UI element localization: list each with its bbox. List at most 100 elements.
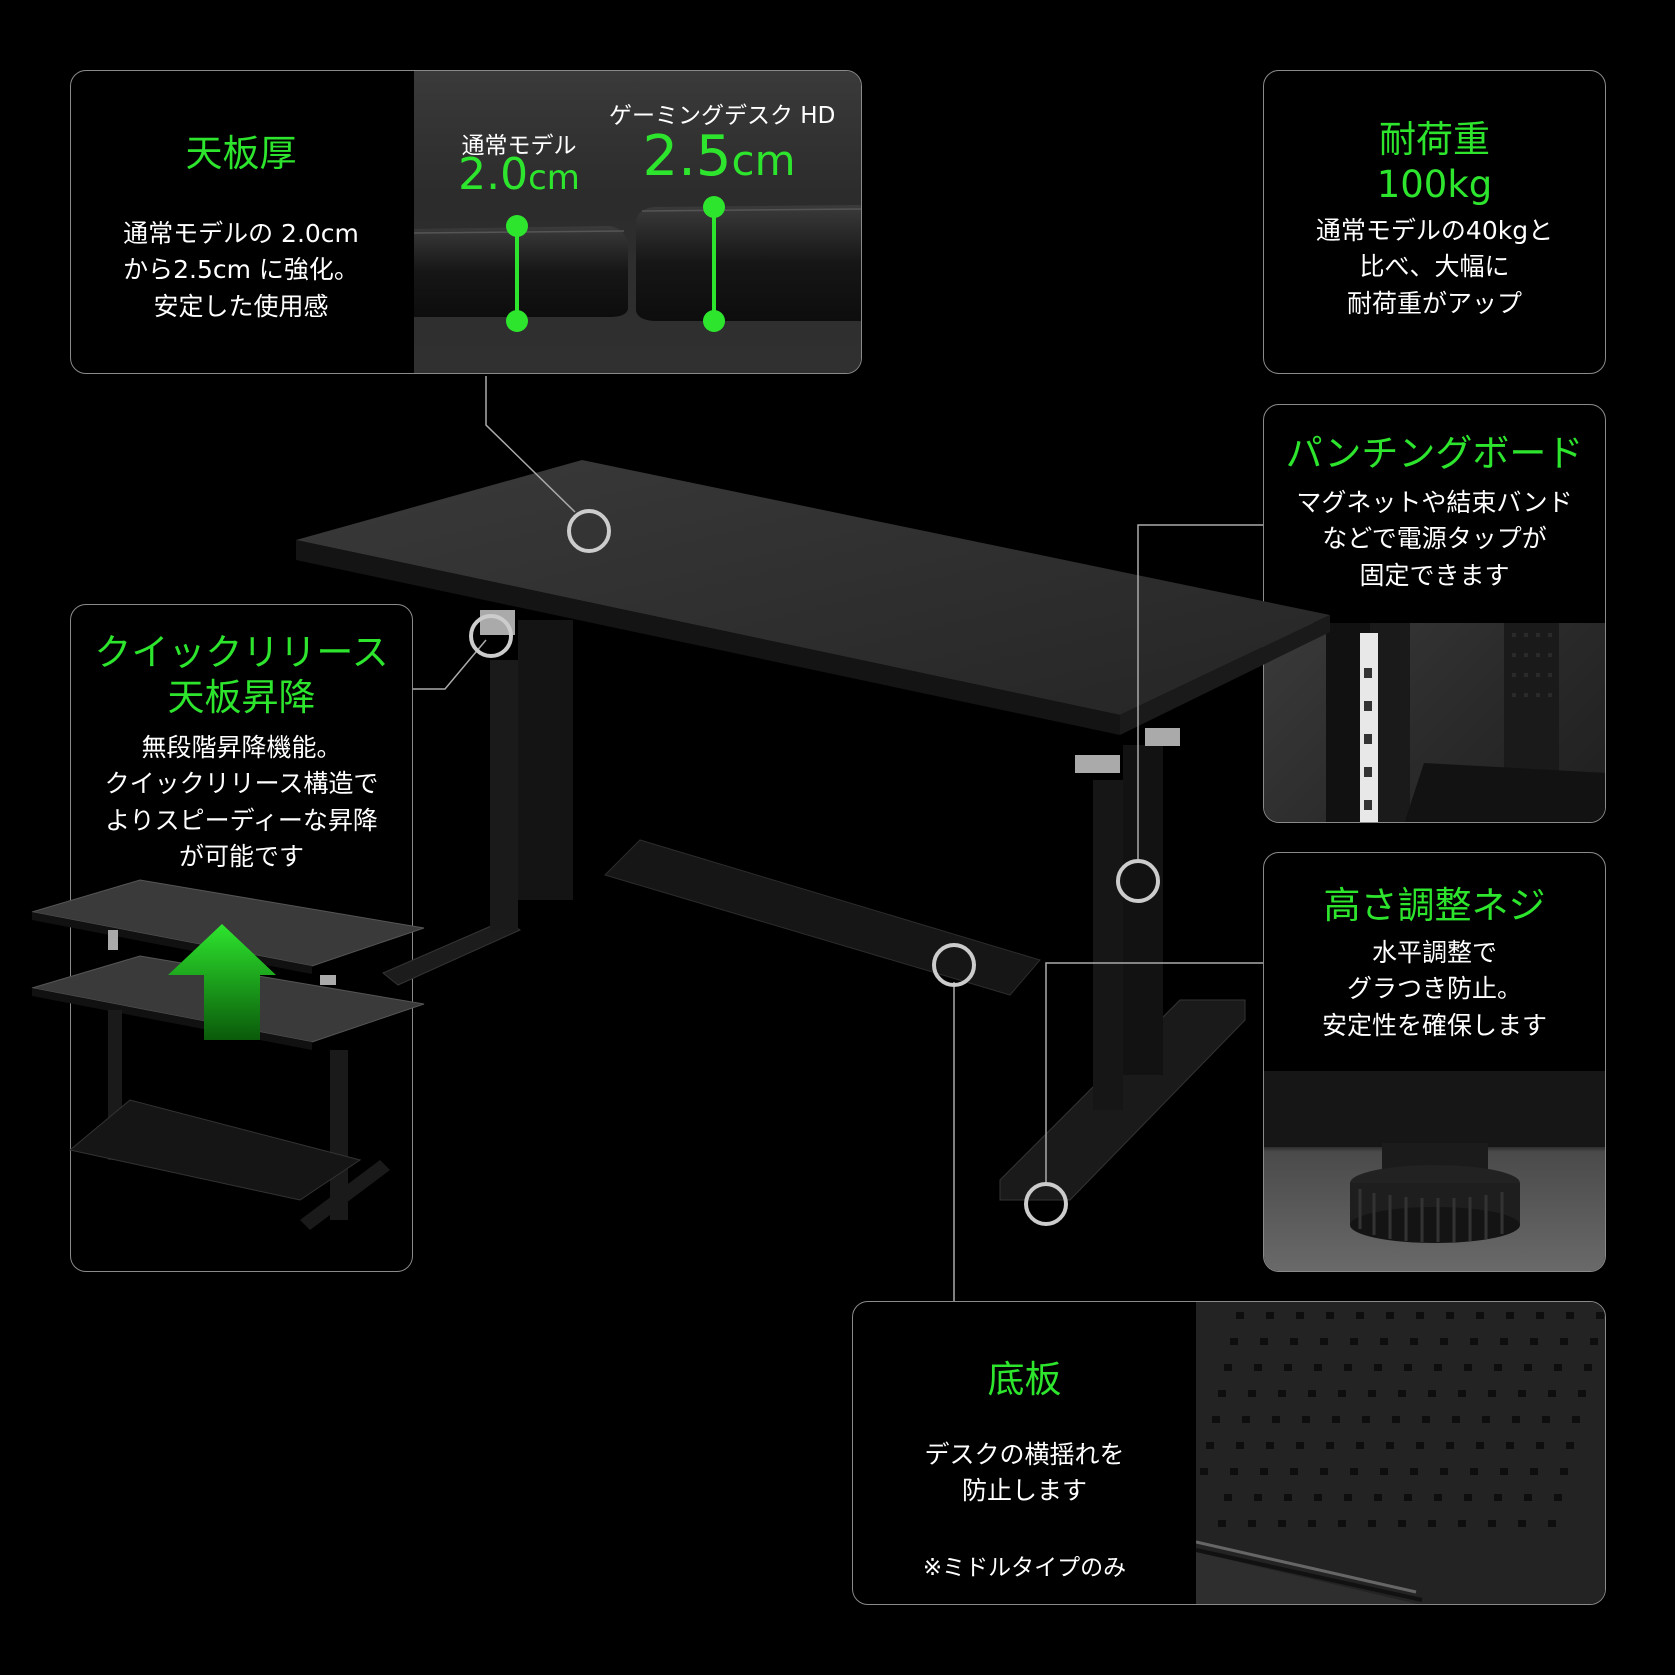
perforation-hole [1590,1338,1598,1345]
callout-marker-top [567,509,611,553]
perforation-hole [1386,1312,1394,1319]
perforation-hole [1434,1494,1442,1501]
perforation-hole [1518,1390,1526,1397]
perforation-hole [1254,1364,1262,1371]
perforation-hole [1428,1520,1436,1527]
perforation-hole [1512,1416,1520,1423]
punching-panel: パンチングボード マグネットや結束バンド などで電源タップが 固定できます [1263,404,1606,823]
bottom-board-photo [1196,1302,1605,1604]
bottom-board-title: 底板 [987,1358,1062,1401]
perforation-hole [1470,1338,1478,1345]
perforation-hole [1296,1312,1304,1319]
load-title: 耐荷重 100kg [1376,118,1493,207]
perforation-hole [1554,1494,1562,1501]
thickness-panel: 天板厚 通常モデルの 2.0cm から2.5cm に強化。 安定した使用感 通常… [70,70,862,374]
normal-measure-top-dot [506,215,528,237]
perforation-hole [1458,1390,1466,1397]
perforation-hole [1224,1494,1232,1501]
perforation-hole [1326,1312,1334,1319]
perforation-hole [1374,1364,1382,1371]
perforation-hole [1440,1338,1448,1345]
perforation-hole [1368,1390,1376,1397]
perforation-hole [1446,1312,1454,1319]
perforation-hole [1548,1520,1556,1527]
perforation-hole [1332,1416,1340,1423]
perforation-hole [1464,1364,1472,1371]
perforation-hole [1248,1520,1256,1527]
perforation-hole [1584,1364,1592,1371]
perforation-hole [1452,1416,1460,1423]
perforation-hole [1560,1338,1568,1345]
perforation-hole [1392,1416,1400,1423]
thickness-desc: 通常モデルの 2.0cm から2.5cm に強化。 安定した使用感 [123,219,359,321]
perforation-hole [1260,1468,1268,1475]
perforation-hole [1224,1364,1232,1371]
bottom-board-desc: デスクの横揺れを 防止します [924,1440,1125,1506]
perforation-hole [1266,1312,1274,1319]
quick-release-panel: クイックリリース 天板昇降 無段階昇降機能。 クイックリリース構造で よりスピー… [70,604,413,1272]
perforation-hole [1326,1442,1334,1449]
perforation-hole [1260,1338,1268,1345]
perforation-hole [1524,1494,1532,1501]
perforation-hole [1548,1390,1556,1397]
perforation-hole [1338,1520,1346,1527]
perforation-hole [1350,1338,1358,1345]
callout-marker-leg [1116,859,1160,903]
normal-thickness-number: 2.0 [458,149,529,200]
perforation-hole [1314,1364,1322,1371]
perforation-hole [1374,1494,1382,1501]
perforation-hole [1242,1416,1250,1423]
punching-title: パンチングボード [1285,432,1584,475]
perforation-hole [1398,1390,1406,1397]
perforation-hole [1440,1468,1448,1475]
power-strip [1360,633,1378,822]
perforation-hole [1284,1364,1292,1371]
perforation-hole [1434,1364,1442,1371]
thickness-title: 天板厚 [185,132,297,175]
perforation-hole [1254,1494,1262,1501]
perforation-hole [1530,1468,1538,1475]
perforation-hole [1494,1494,1502,1501]
perforation-hole [1554,1364,1562,1371]
perforation-hole [1200,1468,1208,1475]
perforation-hole [1566,1442,1574,1449]
perforation-hole [1236,1442,1244,1449]
perforation-hole [1488,1520,1496,1527]
perforation-hole [1416,1312,1424,1319]
perforation-hole [1212,1416,1220,1423]
hd-thickness-number: 2.5 [642,124,732,189]
perforation-hole [1344,1494,1352,1501]
perforation-hole [1230,1338,1238,1345]
perforation-hole [1560,1468,1568,1475]
perforation-hole [1284,1494,1292,1501]
perforation-hole [1488,1390,1496,1397]
perforation-hole [1338,1390,1346,1397]
hd-thickness-value: 2.5cm [619,129,819,185]
hd-thickness-unit: cm [731,136,796,185]
perforation-hole [1566,1312,1574,1319]
perforation-hole [1506,1312,1514,1319]
callout-marker-clamp [469,614,513,658]
perforation-hole [1500,1468,1508,1475]
thickness-photo: 通常モデル 2.0cm ゲーミングデスク HD 2.5cm [414,71,861,373]
perforation-hole [1572,1416,1580,1423]
perforation-hole [1470,1468,1478,1475]
height-screw-title: 高さ調整ネジ [1323,884,1546,927]
quick-release-title: クイックリリース 天板昇降 [94,631,389,720]
perforation-hole [1428,1390,1436,1397]
perforation-hole [1464,1494,1472,1501]
perforation-hole [1476,1442,1484,1449]
perforation-hole [1272,1416,1280,1423]
perforation-hole [1422,1416,1430,1423]
perforation-hole [1524,1364,1532,1371]
thickness-board-illustration [414,196,861,332]
normal-measure-bottom-dot [506,310,528,332]
punching-illustration [1326,623,1605,822]
perforation-hole [1218,1520,1226,1527]
adjuster-foot-illustration [1264,1071,1605,1243]
perforation-hole [1296,1442,1304,1449]
perforation-hole [1320,1468,1328,1475]
perforation-hole [1476,1312,1484,1319]
perforation-hole [1356,1442,1364,1449]
hd-model-label: ゲーミングデスク HD [609,103,836,129]
